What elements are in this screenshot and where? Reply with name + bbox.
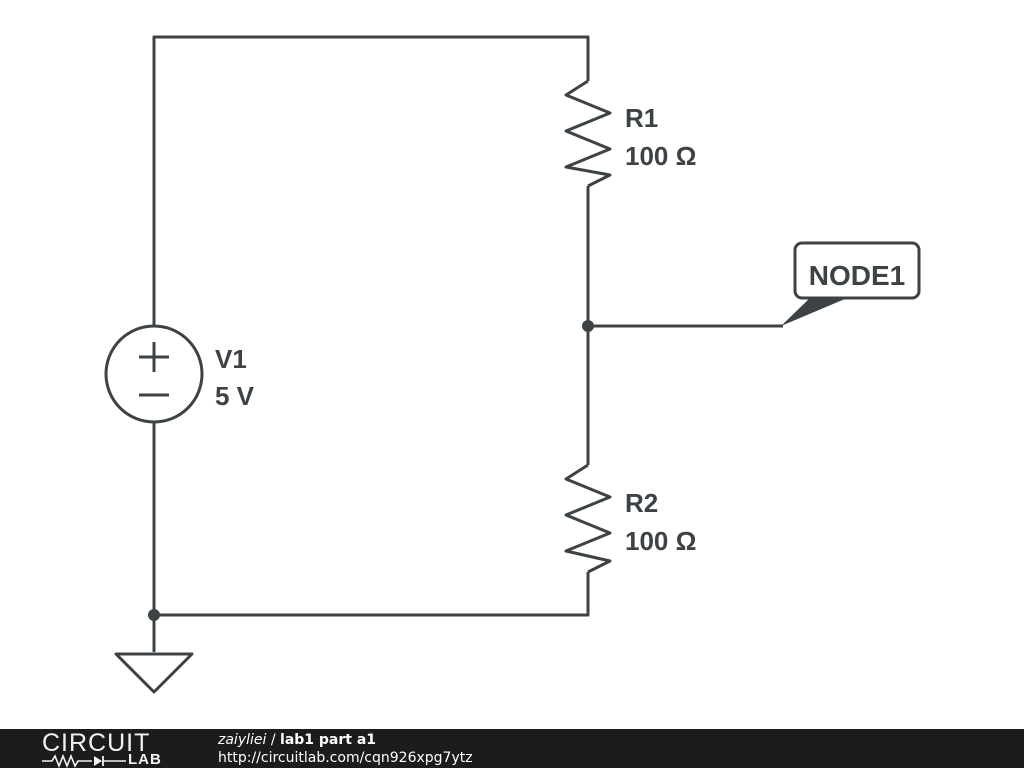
r1-name-label: R1 xyxy=(625,103,658,133)
footer-bar: CIRCUIT LAB zaiyliei / lab1 part a1 http… xyxy=(0,729,1024,768)
wire-bottom xyxy=(154,572,590,617)
logo-circuit-text: CIRCUIT xyxy=(42,729,151,757)
circuit-title[interactable]: lab1 part a1 xyxy=(280,732,377,748)
v1-value-label: 5 V xyxy=(215,381,255,411)
author-link[interactable]: zaiyliei xyxy=(218,732,267,748)
r2-value-label: 100 Ω xyxy=(625,526,696,556)
schematic-svg: NODE1 R1 100 Ω R2 100 Ω V1 5 V xyxy=(104,35,921,694)
voltage-source-v1[interactable] xyxy=(104,324,204,424)
net-label-node1[interactable]: NODE1 xyxy=(781,241,921,326)
junction-dot-node1 xyxy=(582,320,594,332)
resistor-r1[interactable] xyxy=(564,79,612,188)
resistor-r2[interactable] xyxy=(564,463,612,574)
circuit-byline: zaiyliei / lab1 part a1 xyxy=(218,731,473,749)
byline-separator: / xyxy=(266,732,281,748)
circuit-url[interactable]: http://circuitlab.com/cqn926xpg7ytz xyxy=(218,750,473,766)
v1-name-label: V1 xyxy=(215,344,247,374)
wire-top xyxy=(152,35,590,326)
circuitlab-logo[interactable]: CIRCUIT LAB xyxy=(42,730,182,768)
circuit-meta: zaiyliei / lab1 part a1 http://circuitla… xyxy=(218,731,473,767)
r1-value-label: 100 Ω xyxy=(625,141,696,171)
ground-icon[interactable] xyxy=(114,652,194,694)
junction-dot-ground xyxy=(148,609,160,621)
r2-name-label: R2 xyxy=(625,488,658,518)
net-label-text: NODE1 xyxy=(809,260,905,291)
logo-lab-text: LAB xyxy=(128,751,162,768)
logo-resistor-diode-icon xyxy=(42,754,126,768)
